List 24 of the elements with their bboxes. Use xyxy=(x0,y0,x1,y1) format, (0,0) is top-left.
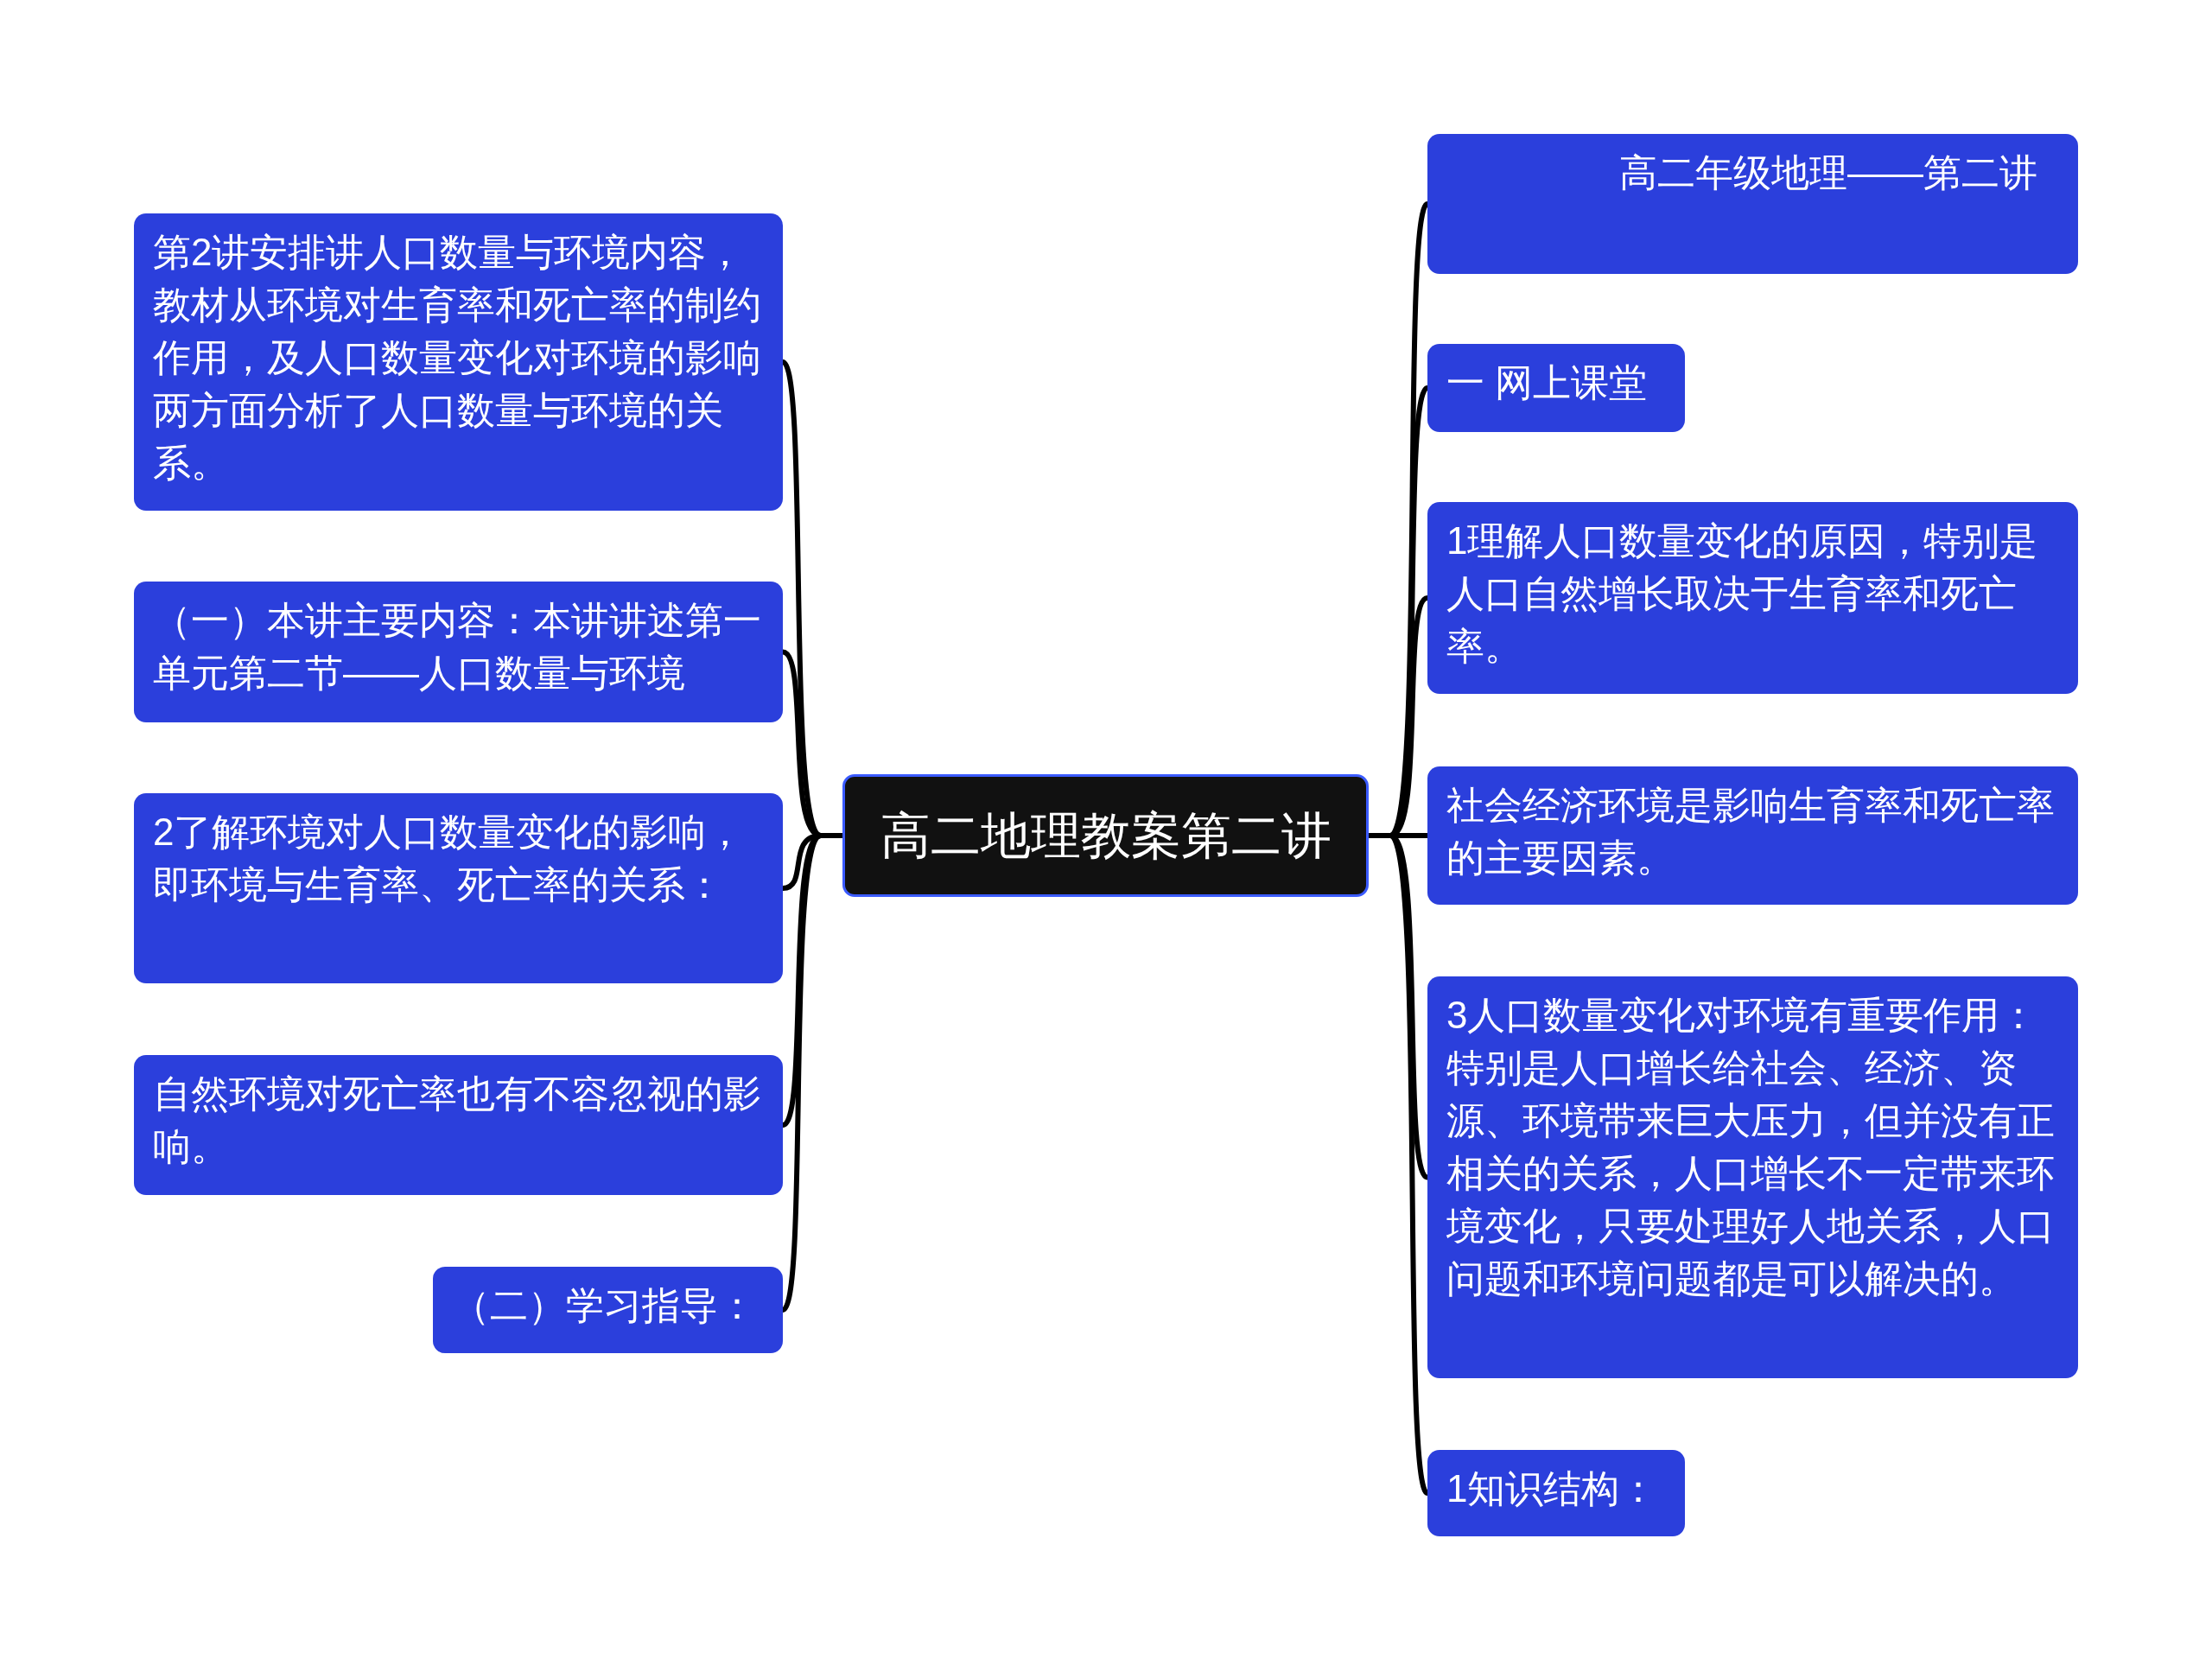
topic-text: 第2讲安排讲人口数量与环境内容，教材从环境对生育率和死亡率的制约作用，及人口数量变化对环境的影响两方面分析了人口数量与环境的关系。 xyxy=(153,230,762,486)
topic-box xyxy=(1427,976,2078,1378)
topic-text: 3人口数量变化对环境有重要作用：特别是人口增长给社会、经济、资源、环境带来巨大压力，但并没有正相关的关系，人口增长不一定带来环境变化，只要处理好人地关系，人口问题和环境问题都是可以解决的。 xyxy=(1446,993,2056,1301)
topic-text: 一 网上课堂 xyxy=(1446,360,1649,405)
topic-box xyxy=(134,793,783,983)
topic-text: 1理解人口数量变化的原因，特别是人口自然增长取决于生育率和死亡率。 xyxy=(1446,518,2039,669)
topic-box xyxy=(1427,502,2078,694)
topic-text: （一）本讲主要内容：本讲讲述第一单元第二节——人口数量与环境 xyxy=(153,598,762,696)
topic-text: 2了解环境对人口数量变化的影响，即环境与生育率、死亡率的关系： xyxy=(153,810,746,907)
topic-text: 高二地理教案第二讲 xyxy=(880,806,1332,865)
topic-box xyxy=(1427,134,2078,274)
topic-text: 社会经济环境是影响生育率和死亡率的主要因素。 xyxy=(1446,783,2056,881)
topic-box xyxy=(1427,1450,1685,1536)
topic-box xyxy=(134,213,783,511)
topic-text: 1知识结构： xyxy=(1446,1466,1659,1511)
central-topic-box xyxy=(842,774,1369,897)
topic-text: 自然环境对死亡率也有不容忽视的影响。 xyxy=(153,1071,762,1169)
topic-text: 高二年级地理——第二讲 xyxy=(1618,150,2038,195)
topic-box xyxy=(1427,344,1685,432)
topic-box xyxy=(134,582,783,722)
topic-box xyxy=(134,1055,783,1195)
topic-box xyxy=(1427,766,2078,905)
topic-text: （二）学习指导： xyxy=(452,1283,757,1328)
topic-box xyxy=(433,1267,783,1353)
